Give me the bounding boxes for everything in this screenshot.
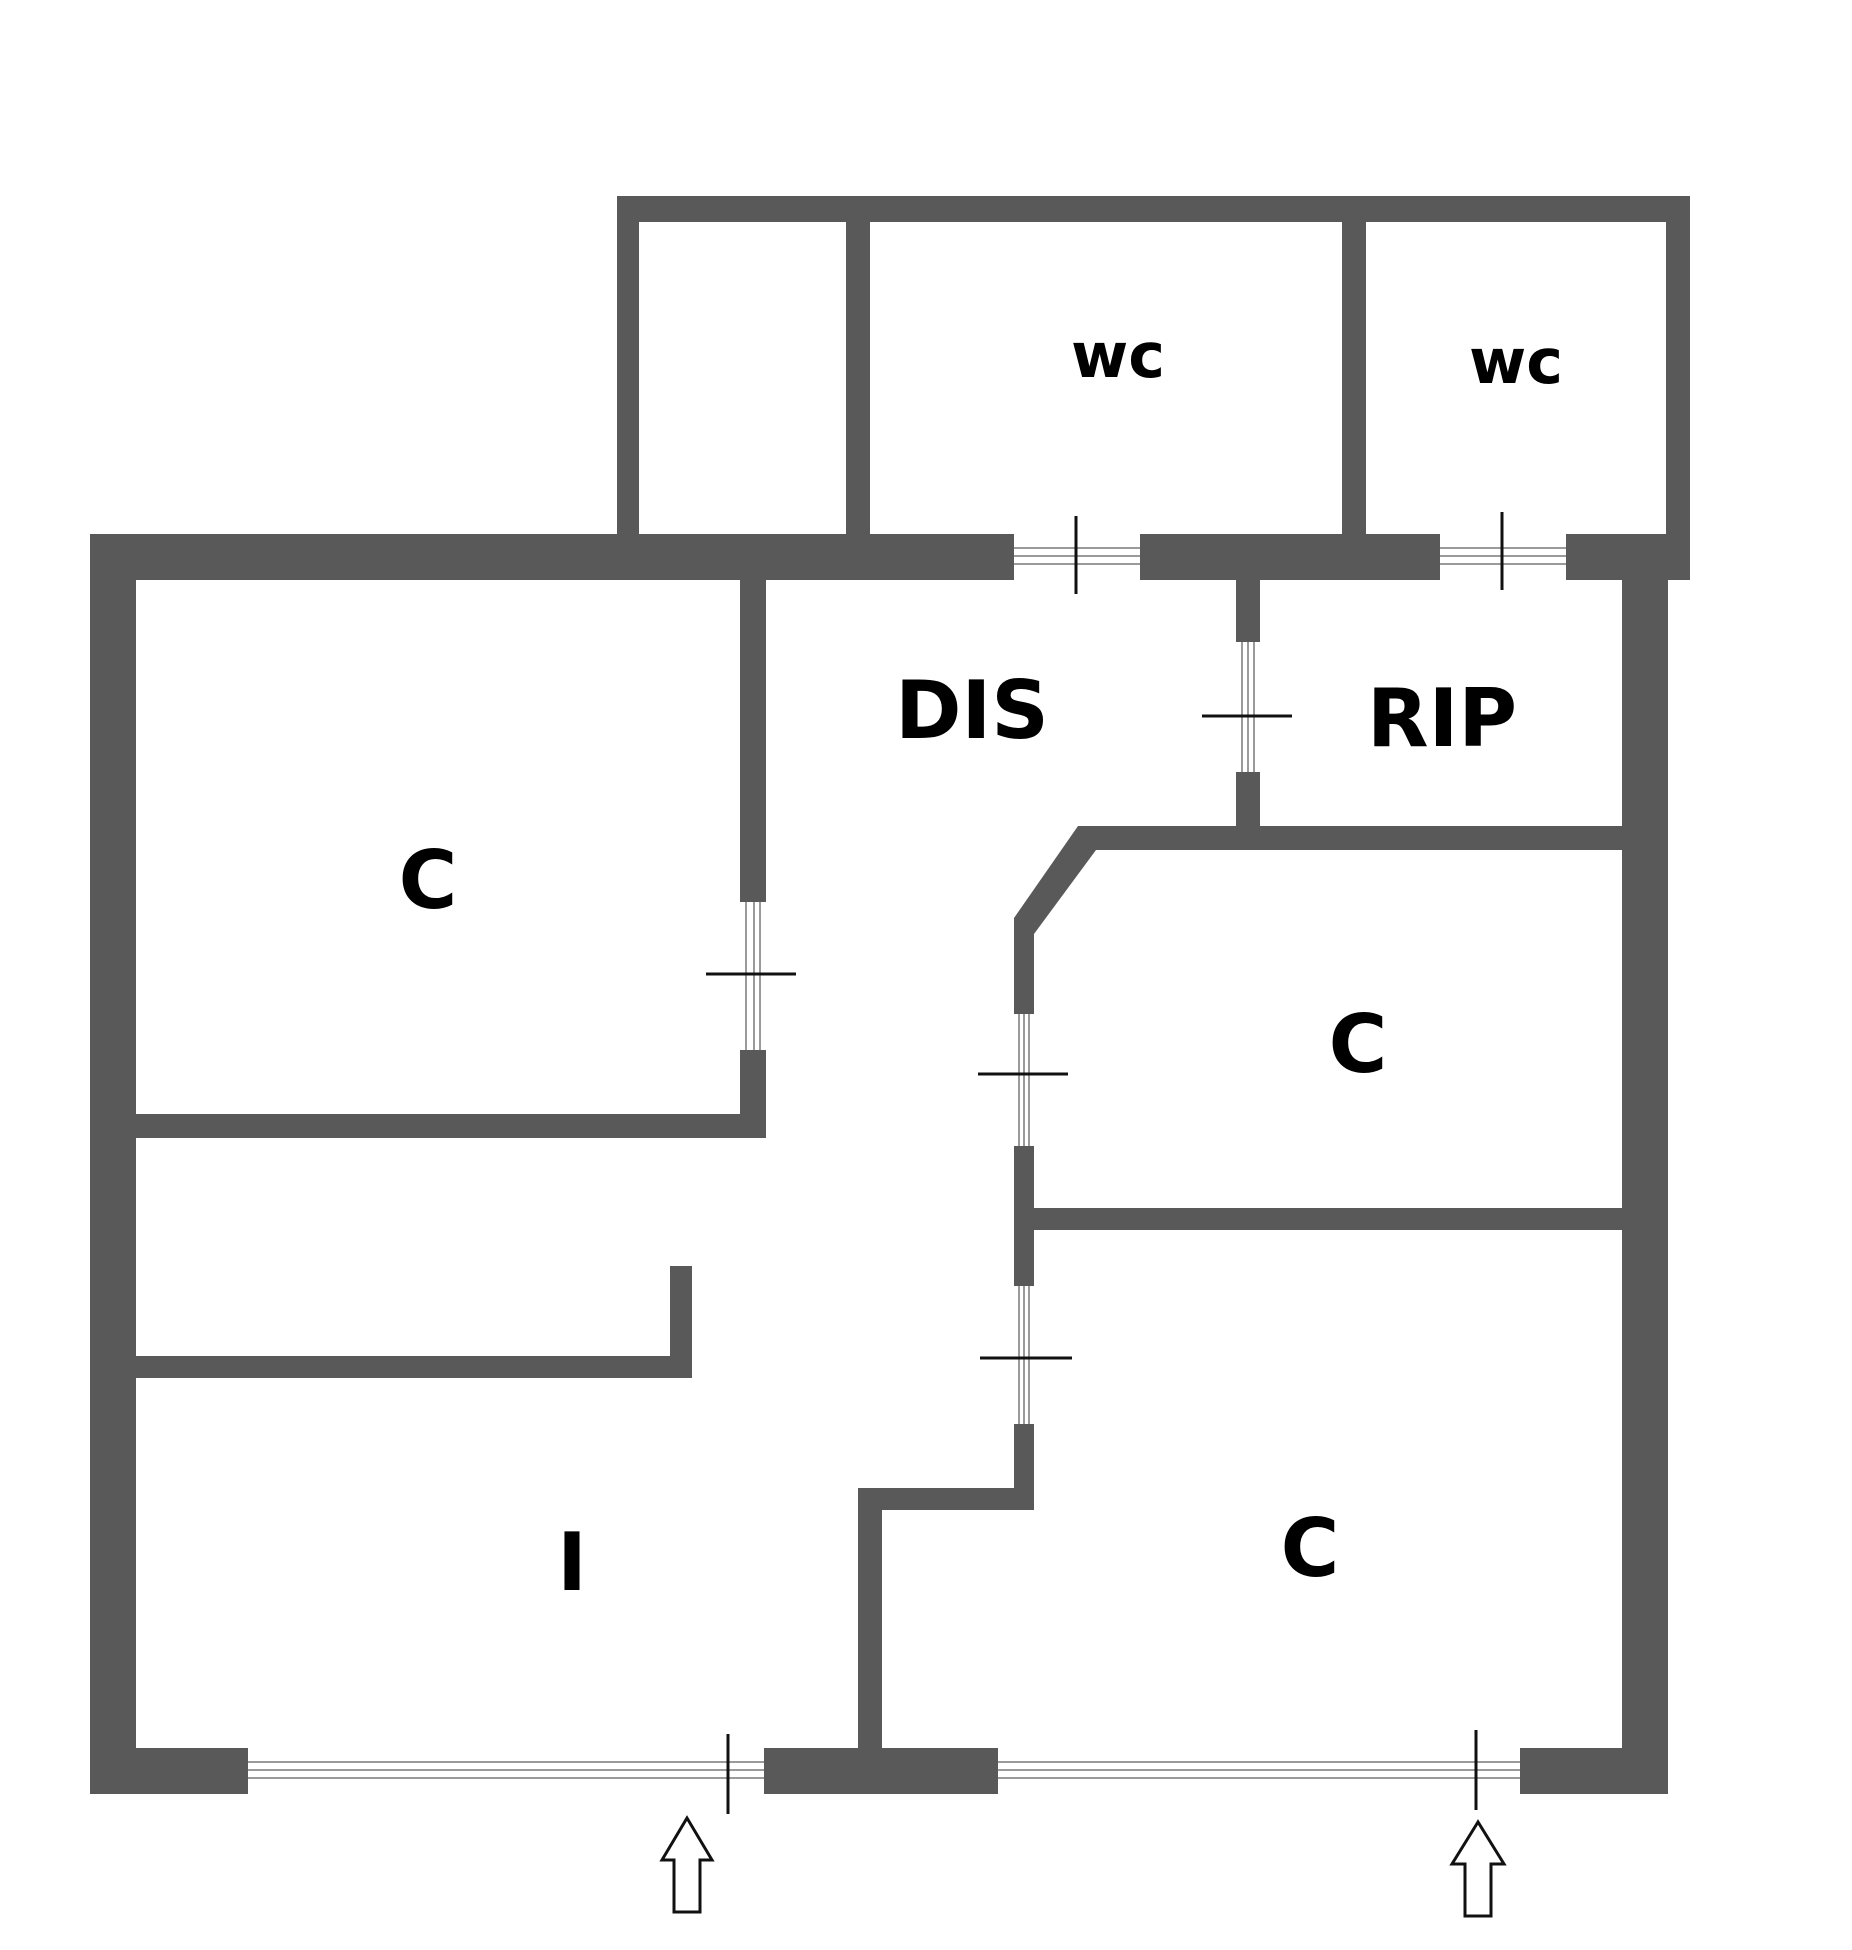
annex-divider-2 [1342, 196, 1366, 538]
bedroom-tl-right-wall-upper [740, 576, 766, 902]
bedroom-rb-lower-left-wall [858, 1488, 882, 1794]
bedroom-rm-bottom-wall [1014, 1208, 1624, 1230]
closet-wall-vertical [670, 1266, 692, 1378]
bedroom-rb-left-wall [1014, 1424, 1034, 1506]
annex-right-wall [1666, 196, 1690, 578]
main-bottom-wall-right [1520, 1748, 1668, 1794]
annex-top-wall [617, 196, 1690, 222]
up-arrow-icon [659, 1815, 715, 1914]
door-bedroom-rm [1014, 1014, 1034, 1146]
door-rip [1236, 642, 1260, 772]
room-label-entrance: I [557, 1516, 587, 1609]
annex-left-wall [617, 196, 639, 538]
entrance-arrows [659, 1815, 1507, 1918]
room-label-bedroom-top-left: C [399, 834, 458, 927]
window-bottom-right [998, 1748, 1520, 1794]
tick-marks [706, 512, 1504, 1814]
room-label-bedroom-right-mid: C [1329, 998, 1388, 1091]
door-bedroom-tl [740, 902, 766, 1050]
main-bottom-wall-left [90, 1748, 248, 1794]
walls [90, 196, 1690, 1794]
room-label-bedroom-right-bottom: C [1281, 1502, 1340, 1595]
bedroom-rb-step-wall [858, 1488, 1034, 1510]
main-left-wall [90, 534, 136, 1794]
main-top-wall-left [90, 534, 1014, 580]
up-arrow-icon [1449, 1819, 1507, 1918]
room-labels: wc wc DIS RIP C C C I [399, 319, 1563, 1609]
rip-bottom-wall [1078, 826, 1624, 850]
rip-left-wall-lower [1236, 772, 1260, 826]
room-label-wc1: wc [1071, 319, 1165, 392]
room-label-dis: DIS [895, 664, 1049, 757]
room-label-rip: RIP [1367, 672, 1517, 765]
main-top-wall-mid [1140, 534, 1440, 580]
closet-wall-horizontal [134, 1356, 692, 1378]
bedroom-rm-left-wall-upper [1014, 918, 1034, 1014]
bedroom-rm-diagonal-wall [1014, 826, 1096, 934]
bedroom-tl-bottom-wall [134, 1114, 766, 1138]
window-bottom-left [248, 1748, 764, 1794]
annex-divider-1 [846, 196, 870, 538]
rip-left-wall-upper [1236, 576, 1260, 642]
room-label-wc2: wc [1469, 325, 1563, 398]
door-bedroom-rb [1014, 1286, 1034, 1424]
main-right-wall [1622, 534, 1668, 1794]
